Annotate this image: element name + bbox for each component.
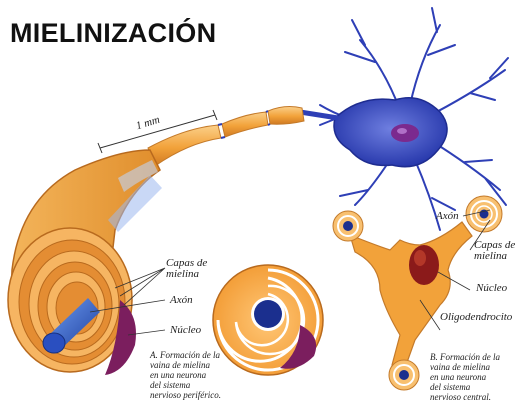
page-title: MIELINIZACIÓN xyxy=(10,18,216,49)
caption-b: B. Formación de la vaina de mielina en u… xyxy=(430,352,500,402)
wrapped-axon xyxy=(389,360,419,390)
label-nucleo-b: Núcleo xyxy=(476,283,507,294)
schwann-cell-wrap xyxy=(8,150,162,375)
label-capas-mielina-b: Capas de mielina xyxy=(474,240,515,262)
label-nucleo-a: Núcleo xyxy=(170,325,201,336)
label-axon-a: Axón xyxy=(170,295,193,306)
myelin-segment xyxy=(222,112,268,137)
caption-a: A. Formación de la vaina de mielina en u… xyxy=(150,350,221,400)
myelin-segment xyxy=(268,107,304,125)
neuron-nucleolus xyxy=(397,128,407,134)
oligodendrocyte-nucleus xyxy=(409,245,439,285)
label-capas-mielina-a: Capas de mielina xyxy=(166,258,207,280)
axon-cross-section xyxy=(254,300,282,328)
wrapped-axon xyxy=(333,211,363,241)
myelinated-axon xyxy=(148,107,338,166)
neuron-soma xyxy=(334,98,447,167)
label-axon-b: Axón xyxy=(436,211,459,222)
cross-section-schwann xyxy=(213,265,323,375)
label-oligodendrocito: Oligodendrocito xyxy=(440,312,512,323)
